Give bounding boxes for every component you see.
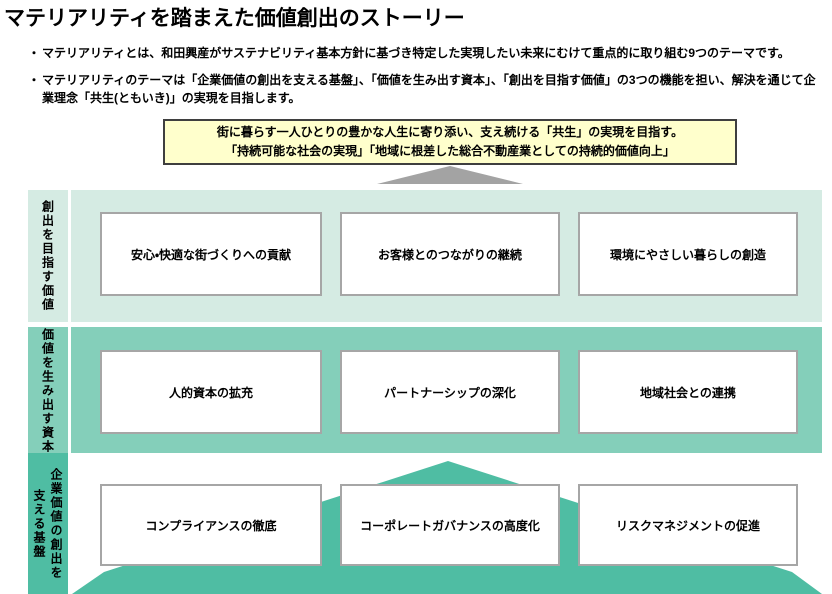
row-capital: 人的資本の拡充 パートナーシップの深化 地域社会との連携: [71, 327, 822, 455]
theme-box-label: コンプライアンスの徹底: [145, 518, 277, 533]
bullet-list: ・ マテリアリティとは、和田興産がサステナビリティ基本方針に基づき特定した実現し…: [28, 44, 820, 116]
vision-line: 街に暮らす一人ひとりの豊かな人生に寄り添い、支え続ける「共生」の実現を目指す。: [216, 125, 684, 139]
theme-box-label: パートナーシップの深化: [384, 385, 516, 400]
bullet-item: ・ マテリアリティとは、和田興産がサステナビリティ基本方針に基づき特定した実現し…: [28, 44, 820, 62]
row-header-label: 支える基盤: [32, 488, 46, 559]
theme-box-label: 環境にやさしい暮らしの創造: [609, 247, 766, 262]
theme-box: 安心・快適な街づくりへの貢献: [100, 212, 322, 296]
row-header-label: 価値を生み出す資本: [40, 328, 55, 454]
theme-box: コンプライアンスの徹底: [100, 484, 322, 566]
row-foundation: コンプライアンスの徹底 コーポレートガバナンスの高度化 リスクマネジメントの促進: [71, 453, 822, 594]
page-title: マテリアリティを踏まえた価値創出のストーリー: [4, 7, 465, 30]
bullet-marker-icon: ・: [28, 73, 41, 87]
row-header-created-value: 創出を目指す価値: [28, 190, 68, 322]
theme-box-label: お客様とのつながりの継続: [378, 247, 522, 262]
vision-statement-box: 街に暮らす一人ひとりの豊かな人生に寄り添い、支え続ける「共生」の実現を目指す。 …: [163, 119, 737, 165]
bullet-text: マテリアリティのテーマは「企業価値の創出を支える基盤」、「価値を生み出す資本」、…: [42, 73, 816, 105]
theme-box: コーポレートガバナンスの高度化: [340, 484, 560, 566]
bullet-item: ・ マテリアリティのテーマは「企業価値の創出を支える基盤」、「価値を生み出す資本…: [28, 71, 820, 107]
theme-box: お客様とのつながりの継続: [340, 212, 560, 296]
theme-box: リスクマネジメントの促進: [578, 484, 798, 566]
row-header-foundation: 企業価値の創出を 支える基盤: [28, 453, 68, 594]
theme-box-label: 人的資本の拡充: [168, 385, 253, 400]
bullet-marker-icon: ・: [28, 46, 41, 60]
theme-box-label: 地域社会との連携: [640, 385, 736, 400]
row-header-label: 企業価値の創出を: [49, 467, 63, 580]
theme-box-label: 安心・快適な街づくりへの貢献: [130, 247, 292, 262]
theme-box-label: コーポレートガバナンスの高度化: [360, 518, 540, 533]
theme-box: 人的資本の拡充: [100, 350, 322, 434]
row-header-capital: 価値を生み出す資本: [28, 327, 68, 455]
up-arrow-gray-icon: [377, 166, 523, 184]
theme-box: パートナーシップの深化: [340, 350, 560, 434]
row-header-label: 創出を目指す価値: [40, 200, 55, 312]
theme-box: 環境にやさしい暮らしの創造: [578, 212, 798, 296]
row-created-value: 安心・快適な街づくりへの貢献 お客様とのつながりの継続 環境にやさしい暮らしの創…: [71, 190, 822, 322]
vision-line: 「持続可能な社会の実現」「地域に根差した総合不動産業としての持続的価値向上」: [225, 144, 675, 158]
theme-box-label: リスクマネジメントの促進: [615, 518, 760, 533]
bullet-text: マテリアリティとは、和田興産がサステナビリティ基本方針に基づき特定した実現したい…: [42, 46, 790, 60]
theme-box: 地域社会との連携: [578, 350, 798, 434]
